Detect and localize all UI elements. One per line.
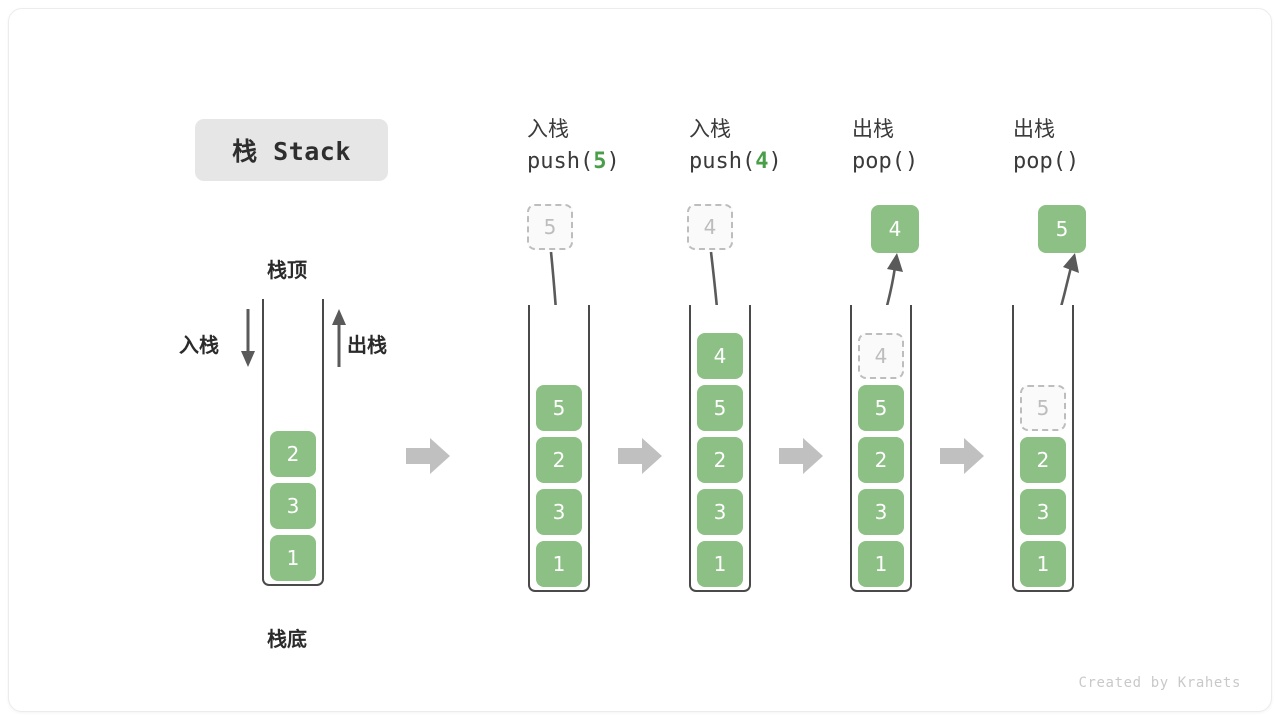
push-direction-label: 入栈 — [179, 333, 219, 357]
ghost-cell-above-push4: 4 — [687, 204, 733, 250]
step-arrow-icon — [406, 438, 450, 474]
stack-cell: 1 — [536, 541, 582, 587]
stack-cell: 2 — [536, 437, 582, 483]
stack-cell: 5 — [536, 385, 582, 431]
stack-top-label: 栈顶 — [267, 258, 307, 282]
stack-cell: 3 — [1020, 489, 1066, 535]
header-code-push4: push(4) — [689, 149, 782, 174]
stack-bottom-label: 栈底 — [267, 627, 307, 651]
stack-cell: 2 — [270, 431, 316, 477]
header-cn-push5: 入栈 — [527, 117, 569, 141]
popped-cell-pop1: 4 — [871, 205, 919, 253]
push-arrow-down-icon — [241, 309, 255, 367]
ghost-stack-cell: 4 — [858, 333, 904, 379]
header-code-pop1: pop() — [852, 149, 919, 174]
header-cn-push4: 入栈 — [689, 117, 731, 141]
pop-arrow-up-icon — [332, 309, 346, 367]
stack-cell: 3 — [536, 489, 582, 535]
stack-cell: 2 — [1020, 437, 1066, 483]
column-header-push4: 入栈 push(4) — [689, 115, 849, 177]
stack-cell: 1 — [858, 541, 904, 587]
ghost-cell-above-push5: 5 — [527, 204, 573, 250]
header-cn-pop2: 出栈 — [1013, 117, 1055, 141]
stack-cell: 5 — [858, 385, 904, 431]
header-code-pop2: pop() — [1013, 149, 1080, 174]
stack-cell: 2 — [697, 437, 743, 483]
popped-cell-pop2: 5 — [1038, 205, 1086, 253]
stack-cell: 2 — [858, 437, 904, 483]
stack-cell: 3 — [858, 489, 904, 535]
step-arrow-icon — [779, 438, 823, 474]
step-arrow-icon — [940, 438, 984, 474]
pop-direction-label: 出栈 — [347, 333, 387, 357]
column-header-push5: 入栈 push(5) — [527, 115, 687, 177]
diagram-card: 栈 Stack 栈顶 栈底 入栈 出栈 2 3 1 入栈 push(5) 5 5 2 3… — [8, 8, 1272, 712]
header-cn-pop1: 出栈 — [852, 117, 894, 141]
stack-cell: 5 — [697, 385, 743, 431]
header-code-push5: push(5) — [527, 149, 620, 174]
step-arrow-icon — [618, 438, 662, 474]
column-header-pop1: 出栈 pop() — [852, 115, 1012, 177]
stack-cell: 1 — [270, 535, 316, 581]
stack-cell: 1 — [1020, 541, 1066, 587]
ghost-stack-cell: 5 — [1020, 385, 1066, 431]
stack-cell: 3 — [270, 483, 316, 529]
stack-cell: 4 — [697, 333, 743, 379]
footer-credit: Created by Krahets — [1078, 675, 1241, 691]
stack-cell: 3 — [697, 489, 743, 535]
title-chip: 栈 Stack — [195, 119, 388, 181]
stack-cell: 1 — [697, 541, 743, 587]
column-header-pop2: 出栈 pop() — [1013, 115, 1173, 177]
